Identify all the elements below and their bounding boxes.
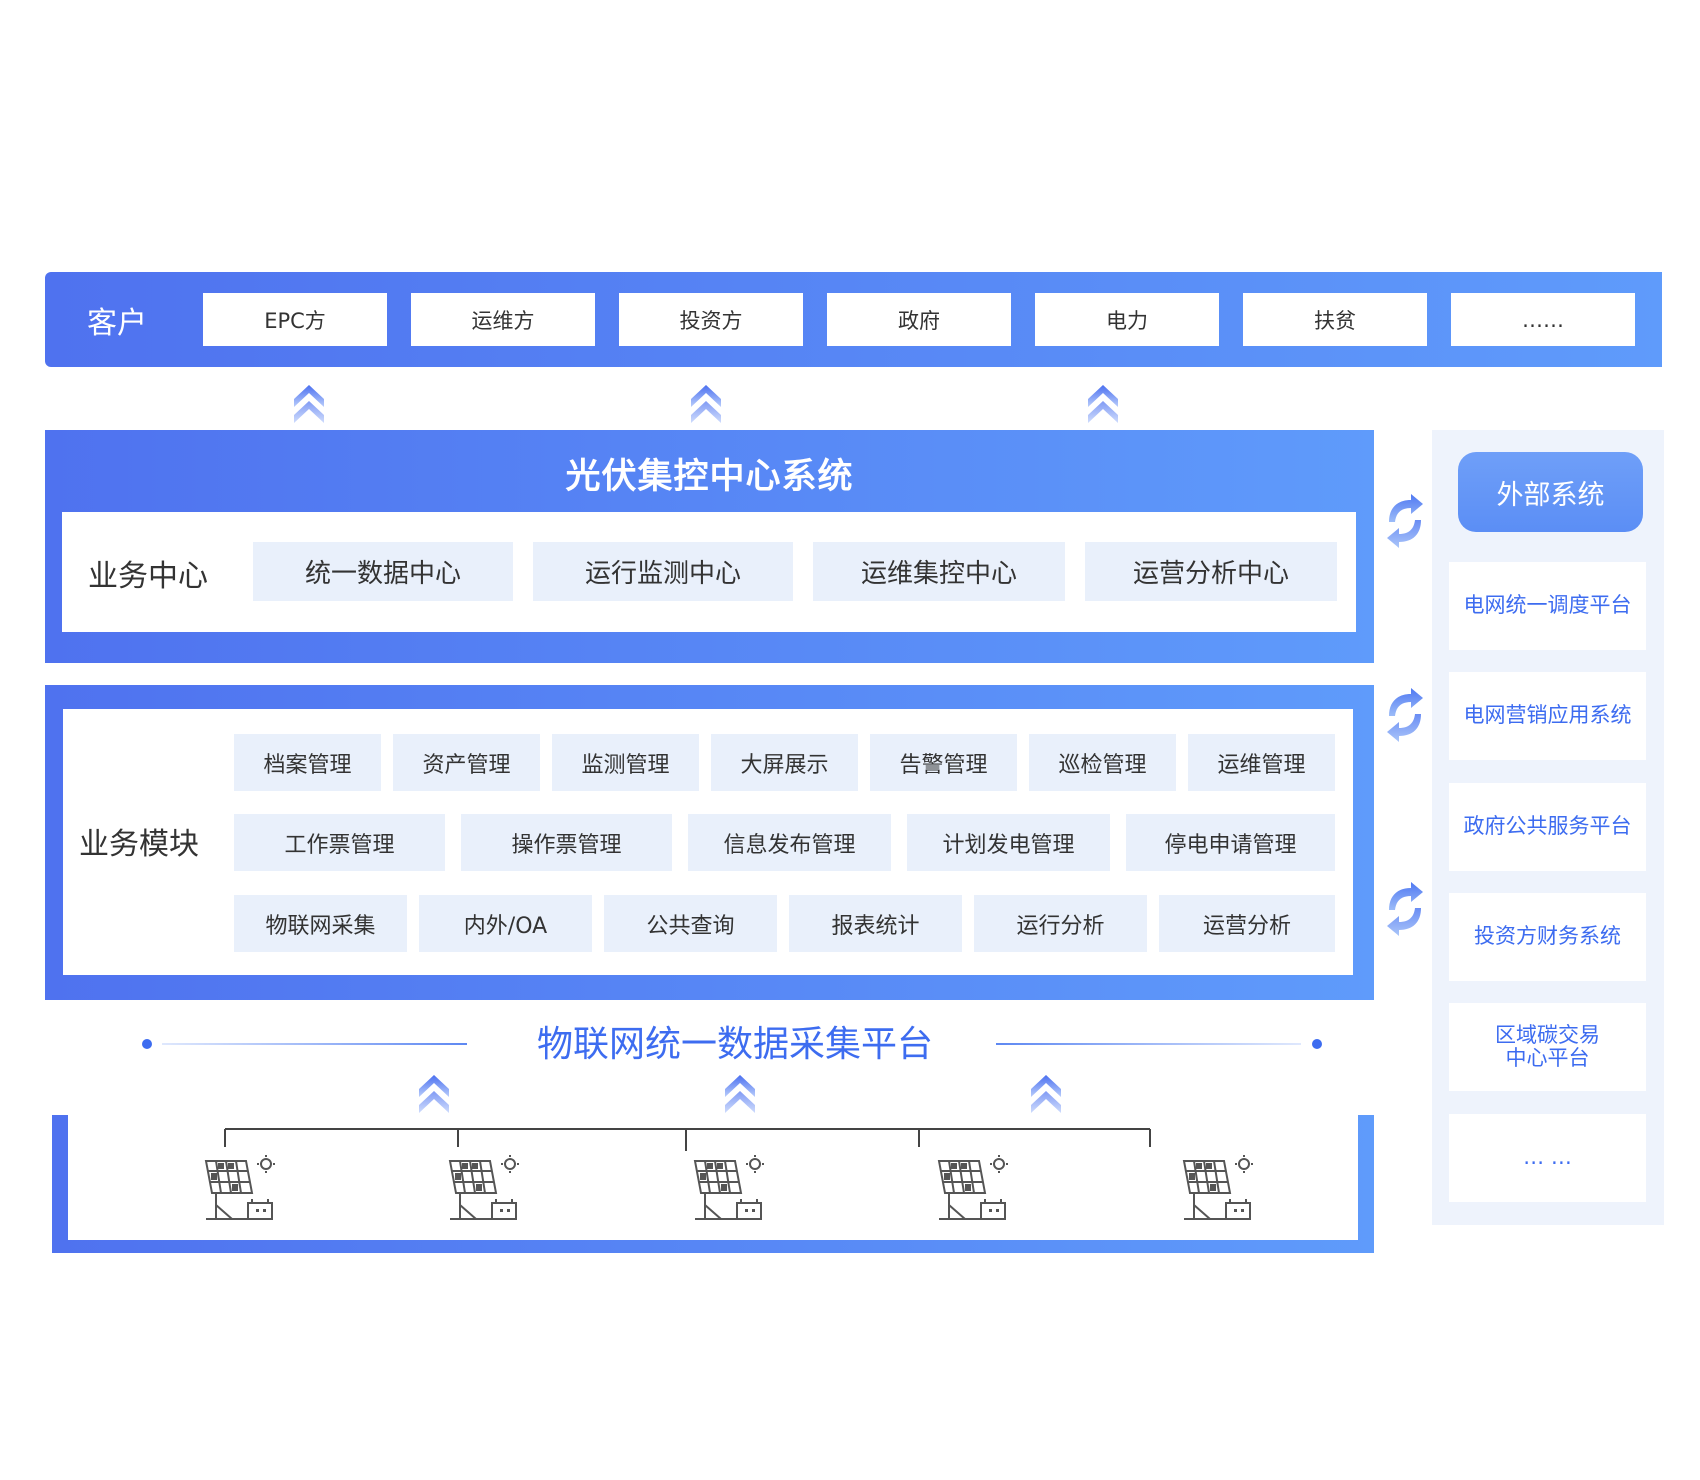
external-systems-panel: 外部系统 电网统一调度平台 电网营销应用系统 政府公共服务平台 投资方财务系统 …: [1432, 430, 1664, 1225]
customer-item-poverty[interactable]: 扶贫: [1243, 293, 1427, 346]
module-item[interactable]: 巡检管理: [1029, 734, 1176, 791]
center-operation-monitoring[interactable]: 运行监测中心: [533, 542, 793, 601]
double-chevron-up-icon: [723, 1073, 757, 1113]
module-item[interactable]: 运维管理: [1188, 734, 1335, 791]
module-item[interactable]: 运营分析: [1159, 895, 1335, 952]
center-operation-analysis[interactable]: 运营分析中心: [1085, 542, 1337, 601]
center-om-control[interactable]: 运维集控中心: [813, 542, 1065, 601]
module-item[interactable]: 运行分析: [974, 895, 1147, 952]
line-dot: [1312, 1039, 1322, 1049]
double-chevron-up-icon: [1086, 383, 1120, 423]
solar-panel-icon: [935, 1155, 1009, 1225]
customer-item-government[interactable]: 政府: [827, 293, 1011, 346]
external-item-more[interactable]: … …: [1449, 1114, 1646, 1202]
sync-arrows-icon: [1383, 686, 1427, 744]
double-chevron-up-icon: [292, 383, 326, 423]
module-item[interactable]: 信息发布管理: [688, 814, 891, 871]
external-item-grid-dispatch[interactable]: 电网统一调度平台: [1449, 562, 1646, 650]
business-center-label: 业务中心: [88, 559, 208, 594]
customer-label: 客户: [87, 306, 147, 341]
double-chevron-up-icon: [417, 1073, 451, 1113]
external-item-investor-finance[interactable]: 投资方财务系统: [1449, 893, 1646, 981]
business-modules-panel: 业务模块 档案管理 资产管理 监测管理 大屏展示 告警管理 巡检管理 运维管理 …: [45, 685, 1374, 1000]
customer-item-om[interactable]: 运维方: [411, 293, 595, 346]
external-item-grid-marketing[interactable]: 电网营销应用系统: [1449, 672, 1646, 760]
external-systems-title[interactable]: 外部系统: [1458, 452, 1643, 532]
central-system-title: 光伏集控中心系统: [565, 457, 854, 497]
module-item[interactable]: 大屏展示: [711, 734, 858, 791]
bus-line: [224, 1128, 1151, 1151]
divider-line: [162, 1043, 467, 1045]
solar-panel-icon: [202, 1155, 276, 1225]
field-devices-panel: [52, 1115, 1374, 1253]
external-item-gov-service[interactable]: 政府公共服务平台: [1449, 783, 1646, 871]
customer-item-power[interactable]: 电力: [1035, 293, 1219, 346]
external-item-carbon-trading[interactable]: 区域碳交易 中心平台: [1449, 1003, 1646, 1091]
solar-panel-icon: [691, 1155, 765, 1225]
module-item[interactable]: 物联网采集: [234, 895, 407, 952]
module-item[interactable]: 内外/OA: [419, 895, 592, 952]
solar-panel-icon: [446, 1155, 520, 1225]
business-center-panel: 业务中心 统一数据中心 运行监测中心 运维集控中心 运营分析中心: [62, 512, 1356, 632]
field-devices-inner: [68, 1115, 1358, 1240]
sync-arrows-icon: [1383, 880, 1427, 938]
central-system-panel: 光伏集控中心系统 业务中心 统一数据中心 运行监测中心 运维集控中心 运营分析中…: [45, 430, 1374, 663]
module-item[interactable]: 资产管理: [393, 734, 540, 791]
center-unified-data[interactable]: 统一数据中心: [253, 542, 513, 601]
module-item[interactable]: 报表统计: [789, 895, 962, 952]
double-chevron-up-icon: [1029, 1073, 1063, 1113]
customer-item-epc[interactable]: EPC方: [203, 293, 387, 346]
customer-item-investor[interactable]: 投资方: [619, 293, 803, 346]
module-item[interactable]: 告警管理: [870, 734, 1017, 791]
customer-item-more[interactable]: ……: [1451, 293, 1635, 346]
module-item[interactable]: 档案管理: [234, 734, 381, 791]
module-item[interactable]: 停电申请管理: [1126, 814, 1335, 871]
module-item[interactable]: 操作票管理: [461, 814, 672, 871]
line-dot: [142, 1039, 152, 1049]
solar-panel-icon: [1180, 1155, 1254, 1225]
module-item[interactable]: 计划发电管理: [907, 814, 1110, 871]
double-chevron-up-icon: [689, 383, 723, 423]
iot-platform-title: 物联网统一数据采集平台: [536, 1024, 933, 1065]
divider-line: [996, 1043, 1301, 1045]
business-modules-inner: 业务模块 档案管理 资产管理 监测管理 大屏展示 告警管理 巡检管理 运维管理 …: [63, 709, 1353, 975]
module-item[interactable]: 监测管理: [552, 734, 699, 791]
sync-arrows-icon: [1383, 492, 1427, 550]
business-modules-label: 业务模块: [79, 827, 199, 862]
module-item[interactable]: 公共查询: [604, 895, 777, 952]
customer-bar: 客户 EPC方 运维方 投资方 政府 电力 扶贫 ……: [45, 272, 1662, 367]
module-item[interactable]: 工作票管理: [234, 814, 445, 871]
